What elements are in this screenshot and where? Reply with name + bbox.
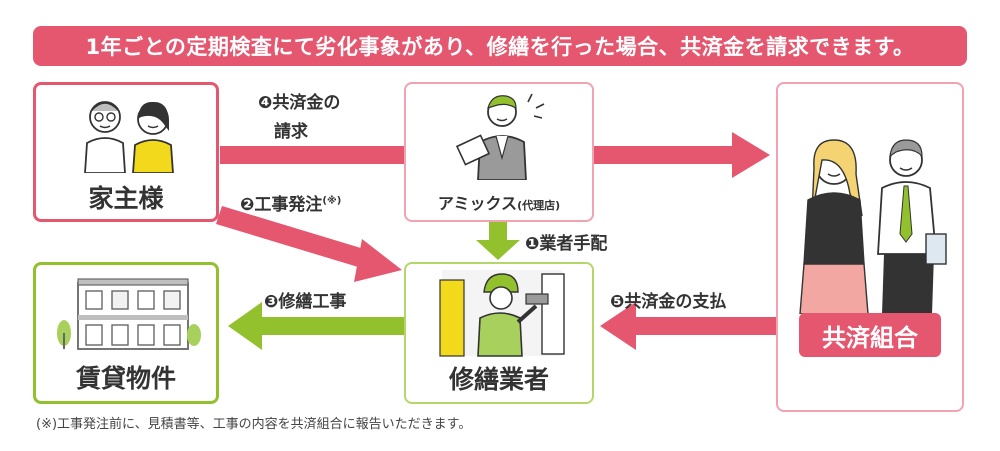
step-2-label: ❷工事発注(※)	[240, 190, 341, 215]
agency-name: アミックス	[437, 194, 518, 213]
step-4-line-1: ❹共済金の	[258, 93, 341, 113]
step-4-label: ❹共済金の 請求	[258, 89, 340, 147]
step-2-text: ❷工事発注	[240, 195, 323, 215]
property-label: 賃貸物件	[75, 364, 176, 393]
owner-box: 家主様	[33, 82, 219, 222]
agency-label: アミックス(代理店)	[406, 190, 592, 214]
order-arrow	[216, 206, 402, 282]
apartment-illustration	[57, 278, 201, 350]
property-box: 賃貸物件	[33, 262, 219, 404]
contractor-box: 修繕業者	[404, 262, 594, 404]
agent-illustration	[455, 93, 545, 180]
union-label: 共済組合	[799, 313, 941, 357]
step-5-label: ❺共済金の支払	[610, 292, 727, 312]
arrange-arrow	[476, 222, 520, 260]
repair-arrow	[228, 302, 406, 350]
step-4-line-2: 請求	[274, 122, 308, 142]
step-2-note-mark: (※)	[322, 195, 342, 207]
payment-arrow	[600, 302, 778, 350]
step-3-label: ❸修繕工事	[264, 292, 347, 312]
contractor-illustration	[439, 270, 565, 357]
agency-suffix: (代理店)	[517, 199, 561, 212]
step-1-label: ❶業者手配	[525, 234, 608, 254]
agency-box: アミックス(代理店)	[404, 82, 594, 222]
union-staff-illustration	[799, 139, 947, 314]
owner-label: 家主様	[88, 184, 164, 213]
header-banner: 1年ごとの定期検査にて劣化事象があり、修繕を行った場合、共済金を請求できます。	[33, 26, 967, 66]
owner-illustration	[84, 101, 174, 173]
contractor-label: 修繕業者	[448, 365, 549, 394]
footnote: (※)工事発注前に、見積書等、工事の内容を共済組合に報告いただきます。	[36, 417, 472, 432]
union-box: 共済組合	[776, 82, 964, 412]
